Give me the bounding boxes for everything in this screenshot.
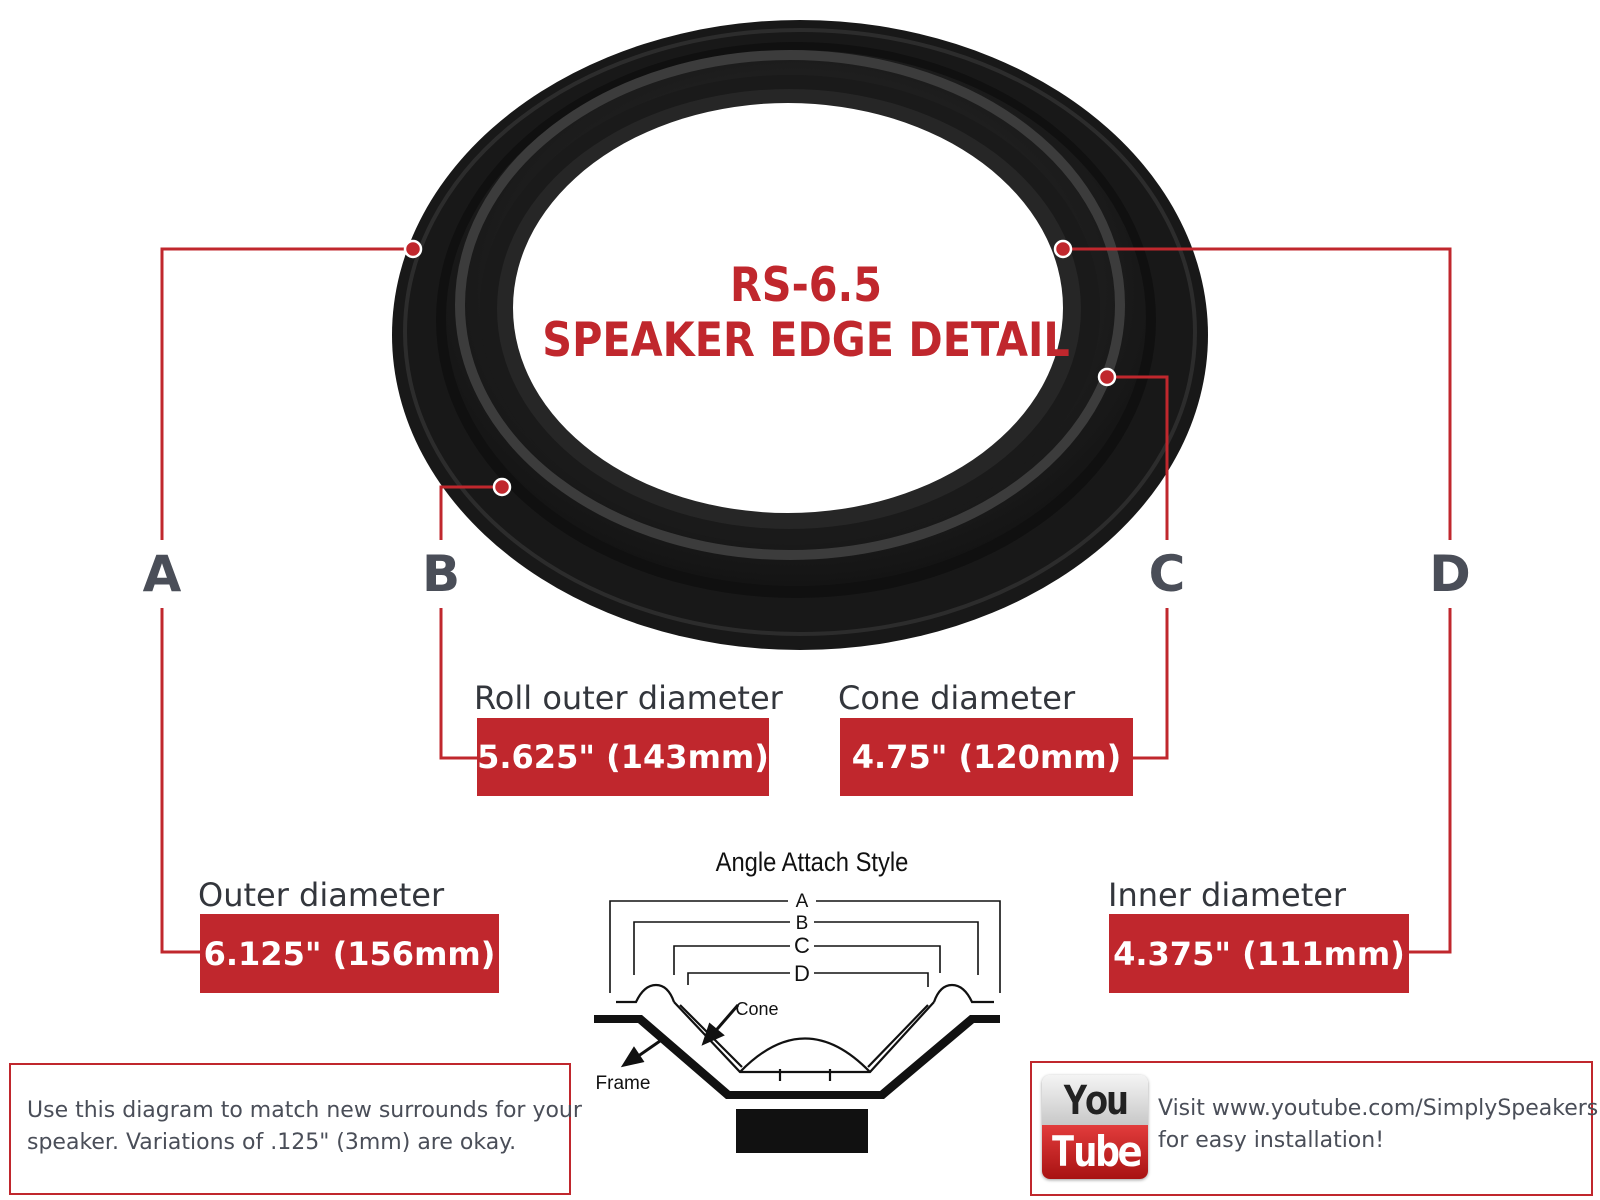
outer-diameter-value: 6.125" (156mm) <box>200 914 499 993</box>
marker-dot-a <box>403 239 423 259</box>
surround-flange-highlight <box>403 28 1197 636</box>
leader-line-a-lower <box>160 608 200 954</box>
cone-label: Cone <box>735 999 778 1019</box>
leader-line-a <box>160 247 413 540</box>
angle-attach-cross-section: Angle Attach Style A B C D <box>594 848 1001 1153</box>
cone-diameter-value: 4.75" (120mm) <box>840 718 1133 796</box>
roll-outer-diameter-label: Roll outer diameter <box>474 679 783 717</box>
letter-a: A <box>142 545 182 603</box>
surround-center-opening <box>513 103 1063 513</box>
youtube-logo-icon[interactable]: You Tube <box>1042 1075 1148 1179</box>
title-line-2: SPEAKER EDGE DETAIL <box>542 313 1070 368</box>
bracket-a <box>609 900 788 993</box>
surround-roll-left <box>616 983 676 1004</box>
letter-d: D <box>1429 545 1471 603</box>
youtube-logo-you: You <box>1042 1075 1148 1125</box>
marker-dot-b <box>492 477 512 497</box>
inner-diameter-value: 4.375" (111mm) <box>1109 914 1409 993</box>
bracket-b <box>633 921 790 975</box>
cross-section-letter-d: D <box>794 961 810 986</box>
cross-section-letter-b: B <box>796 913 809 934</box>
magnet <box>736 1109 868 1153</box>
dust-cap <box>739 1037 871 1073</box>
roll-outer-diameter-value: 5.625" (143mm) <box>477 718 769 796</box>
cone-arrow <box>701 1004 740 1046</box>
usage-note-line-2: speaker. Variations of .125" (3mm) are o… <box>27 1130 517 1155</box>
youtube-logo-tube: Tube <box>1042 1125 1148 1179</box>
outer-diameter-label: Outer diameter <box>198 876 445 914</box>
cross-section-letter-a: A <box>796 891 809 912</box>
leader-line-c-lower <box>1133 608 1169 760</box>
letter-b: B <box>421 545 461 603</box>
leader-line-d-lower <box>1409 608 1452 954</box>
bracket-d <box>687 972 790 985</box>
leader-line-d <box>1063 247 1452 540</box>
leader-line-b <box>439 485 502 540</box>
cross-section-title: Angle Attach Style <box>716 848 909 878</box>
youtube-link-text[interactable]: Visit www.youtube.com/SimplySpeakers <box>1158 1096 1599 1121</box>
bracket-c <box>673 945 790 975</box>
letter-c: C <box>1148 545 1186 603</box>
frame-label: Frame <box>596 1073 651 1094</box>
marker-dot-c <box>1097 367 1117 387</box>
leader-line-b-lower <box>439 608 477 760</box>
inner-diameter-label: Inner diameter <box>1108 876 1347 914</box>
surround-roll-shine <box>455 50 1125 560</box>
usage-note-line-1: Use this diagram to match new surrounds … <box>27 1098 582 1123</box>
leader-line-c <box>1107 375 1169 540</box>
title-line-1: RS-6.5 <box>729 258 883 313</box>
marker-dot-d <box>1053 239 1073 259</box>
cone-diameter-label: Cone diameter <box>838 679 1076 717</box>
youtube-box[interactable]: You Tube Visit www.youtube.com/SimplySpe… <box>1030 1061 1598 1196</box>
frame-shape <box>594 1015 1000 1099</box>
surround-roll-right <box>932 983 994 1004</box>
usage-note-box: Use this diagram to match new surrounds … <box>9 1063 582 1195</box>
youtube-installation-text: for easy installation! <box>1158 1128 1385 1153</box>
cross-section-letter-c: C <box>794 933 810 958</box>
frame-arrow <box>620 1039 661 1068</box>
